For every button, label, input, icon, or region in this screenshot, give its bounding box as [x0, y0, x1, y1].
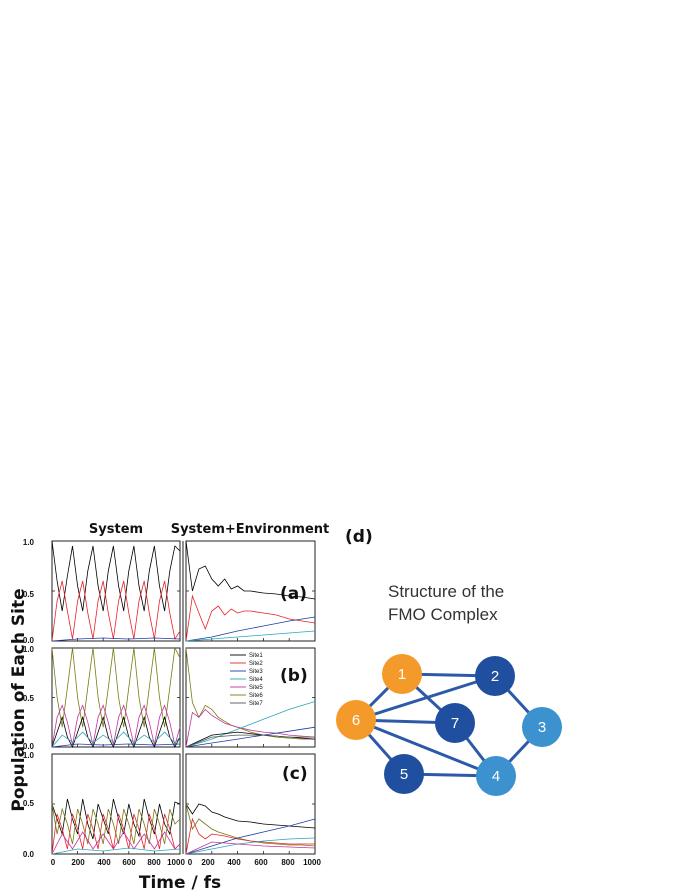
y-tick-label: 0.5: [23, 694, 35, 703]
series-line-site6: [185, 803, 316, 847]
series-line-site4: [51, 847, 181, 855]
fmo-graph: 1 2 3 4 5 6 7: [336, 654, 562, 796]
series-line-site6: [51, 803, 181, 845]
fmo-node-label-7: 7: [451, 715, 459, 732]
y-tick-label: 1.0: [23, 751, 35, 760]
fmo-node-2: [475, 656, 515, 696]
series-line-site5: [185, 708, 316, 748]
fmo-node-label-5: 5: [400, 766, 408, 783]
x-tick-label: 800: [147, 858, 161, 867]
column-title-environment: System+Environment: [171, 522, 330, 537]
legend: Site1 Site2 Site3 Site4 Site5 Site6 Site…: [249, 653, 263, 707]
x-tick-label: 600: [122, 858, 136, 867]
fmo-title-line1: Structure of the: [388, 582, 504, 601]
series-line-site2: [51, 580, 181, 642]
series-line-site4: [185, 837, 316, 855]
series-line-site4: [51, 731, 181, 748]
x-tick-label: 0: [188, 858, 193, 867]
y-tick-label: 1.0: [23, 538, 35, 547]
fmo-node-label-1: 1: [398, 666, 406, 683]
x-tick-label: 200: [201, 858, 215, 867]
x-tick-label: 400: [227, 858, 241, 867]
series-line-site1: [185, 803, 316, 829]
fmo-edge-4-6: [355, 718, 497, 778]
y-tick-label: 1.0: [23, 645, 35, 654]
series-line-site1: [51, 540, 181, 612]
legend-label: Site2: [249, 661, 263, 667]
fmo-node-1: [382, 654, 422, 694]
series-line-site2: [51, 813, 181, 855]
panel-label-b: (b): [280, 666, 308, 686]
series-line-site5: [185, 841, 316, 855]
fmo-node-label-6: 6: [352, 712, 360, 729]
fmo-node-label-2: 2: [491, 668, 499, 685]
x-tick-label: 200: [71, 858, 85, 867]
series-line-site3: [51, 637, 181, 642]
series-line-site3: [185, 726, 316, 748]
x-tick-label: 1000: [167, 858, 185, 867]
series-line-site2: [185, 817, 315, 855]
x-tick-label: 1000: [303, 858, 321, 867]
fmo-node-3: [522, 707, 562, 747]
fmo-node-6: [336, 700, 376, 740]
y-tick-label: 0.0: [23, 636, 35, 645]
column-title-system: System: [89, 522, 143, 537]
y-tick-label: 0.5: [23, 799, 35, 808]
legend-label: Site5: [249, 685, 263, 691]
panel-label-d: (d): [345, 527, 373, 547]
series-line-site3: [51, 743, 181, 748]
fmo-node-7: [435, 703, 475, 743]
x-axis-title: Time / fs: [139, 873, 221, 893]
series-line-site5: [51, 831, 181, 855]
y-tick-label: 0.0: [23, 742, 35, 751]
fmo-edge-2-6: [355, 674, 496, 722]
y-tick-label: 0.5: [23, 590, 35, 599]
legend-label: Site4: [249, 677, 263, 683]
panel-label-a: (a): [280, 584, 307, 604]
series-line-site5: [51, 704, 181, 748]
y-tick-label: 0.0: [23, 850, 35, 859]
series-line-site3: [185, 818, 316, 855]
series-line-site1: [185, 540, 316, 600]
fmo-node-label-4: 4: [492, 768, 500, 785]
legend-label: Site6: [249, 693, 263, 699]
x-tick-label: 0: [51, 858, 56, 867]
x-tick-label: 400: [97, 858, 111, 867]
fmo-node-4: [476, 756, 516, 796]
fmo-node-label-3: 3: [538, 719, 546, 736]
x-tick-label: 800: [281, 858, 295, 867]
series-line-site4: [185, 701, 316, 748]
series-line-site3: [185, 616, 316, 642]
fmo-title-line2: FMO Complex: [388, 605, 498, 624]
panel-label-c: (c): [282, 764, 308, 784]
x-tick-label: 600: [254, 858, 268, 867]
legend-label: Site3: [249, 669, 263, 675]
series-line-site6: [51, 646, 181, 728]
legend-label: Site1: [249, 653, 263, 659]
series-line-site7: [185, 734, 315, 748]
series-line-site4: [185, 630, 316, 642]
series-line-site1: [51, 798, 181, 840]
fmo-node-5: [384, 754, 424, 794]
series-line-site2: [185, 594, 316, 642]
legend-label: Site7: [249, 701, 263, 707]
y-axis-title: Population of Each Site: [9, 588, 29, 811]
